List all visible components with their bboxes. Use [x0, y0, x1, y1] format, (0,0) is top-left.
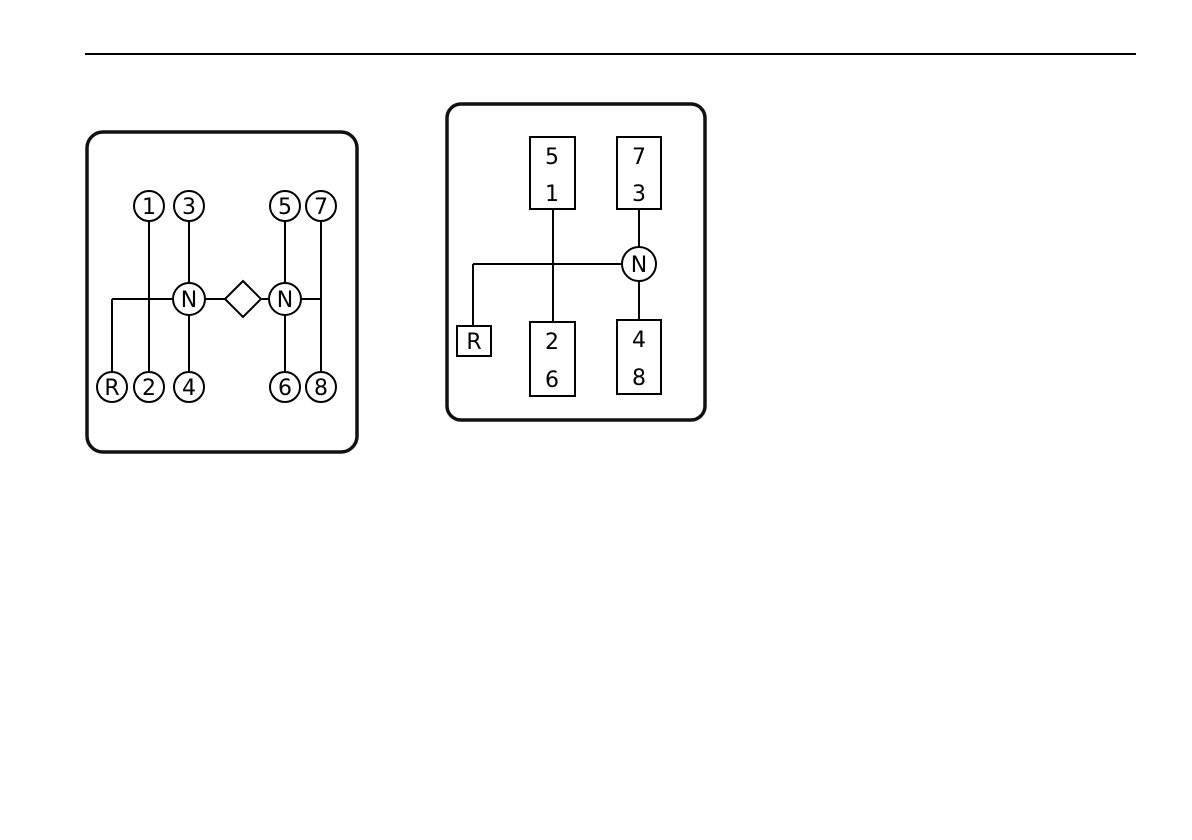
neutral-circle-left: N: [173, 283, 205, 315]
gear-circle-7: 7: [306, 191, 336, 221]
gear-label-r: R: [466, 330, 481, 355]
gear-label-7: 7: [314, 195, 328, 220]
neutral-label: N: [631, 253, 647, 278]
gear-label-1: 1: [545, 182, 559, 207]
gear-circle-2: 2: [134, 372, 164, 402]
gear-circle-3: 3: [174, 191, 204, 221]
gear-box-7-3: 7 3: [617, 137, 661, 209]
neutral-label-left: N: [181, 288, 197, 313]
gear-label-8: 8: [632, 366, 646, 391]
shift-pattern-diagram-b: 5 1 7 3 N R 2 6 4 8: [445, 102, 709, 429]
neutral-circle-right: N: [269, 283, 301, 315]
gear-label-r: R: [104, 376, 119, 401]
gear-box-r: R: [457, 326, 491, 356]
gear-label-3: 3: [632, 182, 646, 207]
header-rule: [85, 53, 1136, 55]
gear-label-4: 4: [632, 328, 646, 353]
gear-circle-r: R: [97, 372, 127, 402]
shift-pattern-b-svg: 5 1 7 3 N R 2 6 4 8: [445, 102, 709, 424]
gear-box-2-6: 2 6: [530, 322, 575, 396]
gear-circle-4: 4: [174, 372, 204, 402]
gear-box-4-8: 4 8: [617, 320, 661, 394]
gear-box-5-1: 5 1: [530, 137, 575, 209]
gear-circle-5: 5: [270, 191, 300, 221]
shift-pattern-diagram-a: 1 3 5 7 N N R 2: [85, 130, 360, 461]
neutral-circle: N: [622, 247, 656, 281]
gear-circle-1: 1: [134, 191, 164, 221]
gear-label-6: 6: [278, 376, 292, 401]
neutral-label-right: N: [277, 288, 293, 313]
gear-label-4: 4: [182, 376, 196, 401]
gear-label-3: 3: [182, 195, 196, 220]
gear-label-1: 1: [142, 195, 156, 220]
gear-label-6: 6: [545, 368, 559, 393]
gear-circle-6: 6: [270, 372, 300, 402]
gear-label-5: 5: [545, 145, 559, 170]
diagram-a-frame: [87, 132, 357, 452]
gear-label-2: 2: [545, 330, 559, 355]
gear-circle-8: 8: [306, 372, 336, 402]
gear-label-2: 2: [142, 376, 156, 401]
shift-pattern-a-svg: 1 3 5 7 N N R 2: [85, 130, 360, 456]
gear-label-7: 7: [632, 145, 646, 170]
gear-label-5: 5: [278, 195, 292, 220]
gear-label-8: 8: [314, 376, 328, 401]
